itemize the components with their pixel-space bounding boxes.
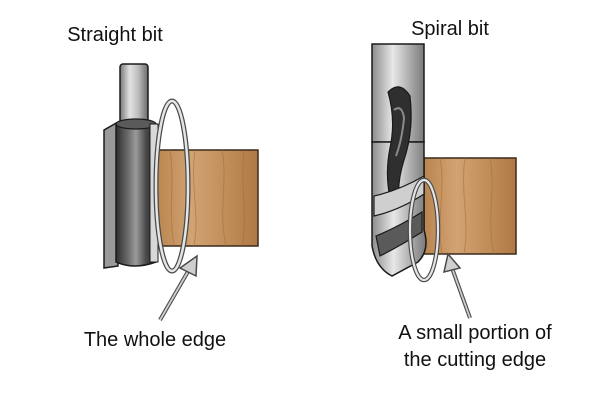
straight-bit-flute-plate xyxy=(103,120,119,269)
straight-bit-group xyxy=(103,63,259,321)
wood-block-left xyxy=(155,149,259,247)
arrow-right xyxy=(443,252,472,319)
straight-bit-shank xyxy=(119,63,149,125)
spiral-bit-title: Spiral bit xyxy=(411,18,489,40)
wood-grain-right xyxy=(439,157,495,255)
arrow-left xyxy=(158,254,198,321)
whole-edge-caption: The whole edge xyxy=(83,329,227,351)
wood-grain-left xyxy=(169,149,245,247)
small-portion-caption-line1: A small portion of xyxy=(398,322,552,344)
spiral-bit-twist-1 xyxy=(373,174,425,217)
small-portion-caption-line2: the cutting edge xyxy=(403,349,547,371)
straight-bit-title: Straight bit xyxy=(67,24,163,46)
spiral-bit-group xyxy=(371,43,517,319)
